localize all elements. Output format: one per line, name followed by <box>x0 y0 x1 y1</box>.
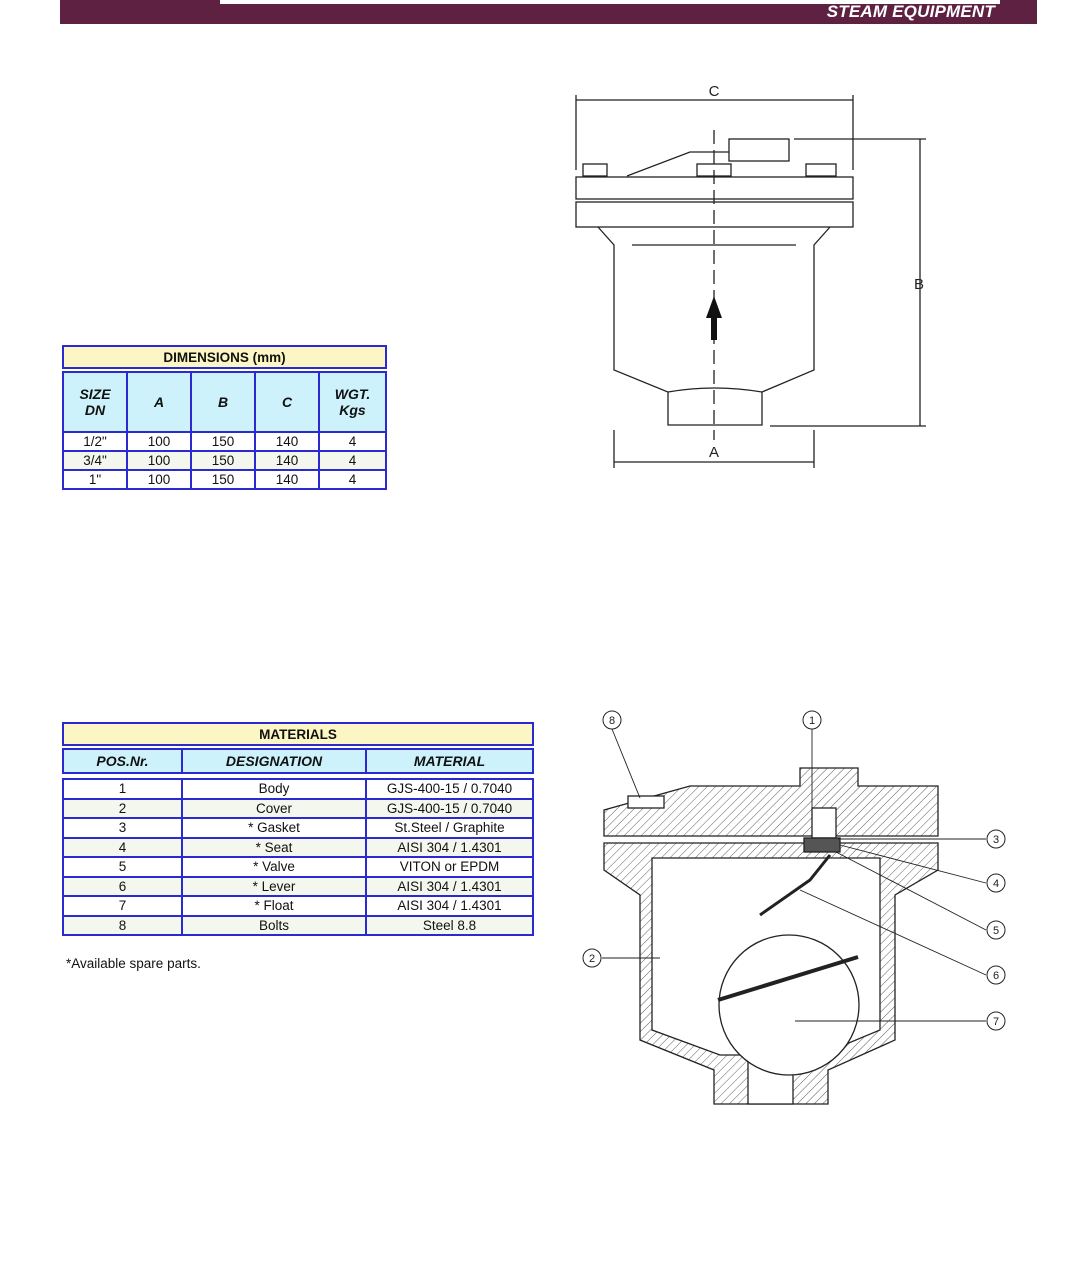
table-cell: * Valve <box>181 856 367 878</box>
dimension-label-c: C <box>709 83 720 100</box>
callout-circle <box>602 710 622 730</box>
table-cell: VITON or EPDM <box>365 856 534 878</box>
table-cell: GJS-400-15 / 0.7040 <box>365 778 534 800</box>
table-cell: 150 <box>190 431 256 452</box>
table-cell: GJS-400-15 / 0.7040 <box>365 797 534 819</box>
col-pos: POS.Nr. <box>62 748 183 774</box>
table-cell: 3/4" <box>62 450 128 471</box>
table-cell: 5 <box>62 856 183 878</box>
table-cell: 150 <box>190 450 256 471</box>
materials-table: MATERIALS POS.Nr. DESIGNATION MATERIAL 1… <box>62 722 534 936</box>
table-cell: 100 <box>126 469 192 490</box>
callout-number: 3 <box>993 834 999 846</box>
callout-number: 7 <box>993 1016 999 1028</box>
table-cell: * Seat <box>181 836 367 858</box>
table-cell: 140 <box>254 431 320 452</box>
callout-number: 8 <box>609 715 615 727</box>
table-cell: 100 <box>126 431 192 452</box>
callout-circle <box>986 873 1006 893</box>
col-designation: DESIGNATION <box>181 748 367 774</box>
table-cell: 4 <box>318 469 387 490</box>
table-cell: 6 <box>62 875 183 897</box>
table-cell: 100 <box>126 450 192 471</box>
table-cell: 4 <box>62 836 183 858</box>
callout-circle <box>802 710 822 730</box>
table-cell: 1 <box>62 778 183 800</box>
table-cell: Cover <box>181 797 367 819</box>
callout-circle <box>986 829 1006 849</box>
table-cell: AISI 304 / 1.4301 <box>365 875 534 897</box>
table-cell: Steel 8.8 <box>365 914 534 936</box>
callout-circle <box>986 920 1006 940</box>
brand-text: STEAM EQUIPMENT <box>826 2 995 21</box>
table-cell: 2 <box>62 797 183 819</box>
callout-number: 2 <box>589 953 595 965</box>
table-cell: 7 <box>62 895 183 917</box>
callout-number: 4 <box>993 878 999 890</box>
materials-title: MATERIALS <box>62 722 534 746</box>
table-cell: Bolts <box>181 914 367 936</box>
col-c: C <box>254 371 320 433</box>
callout-circle <box>986 1011 1006 1031</box>
callout-number: 5 <box>993 925 999 937</box>
callout-circle <box>986 965 1006 985</box>
table-cell: 3 <box>62 817 183 839</box>
header-band: STEAM EQUIPMENT <box>60 0 1037 24</box>
callout-number: 1 <box>809 715 815 727</box>
col-material: MATERIAL <box>365 748 534 774</box>
col-weight: WGT.Kgs <box>318 371 387 433</box>
table-cell: 1" <box>62 469 128 490</box>
table-cell: * Float <box>181 895 367 917</box>
table-cell: * Lever <box>181 875 367 897</box>
col-b: B <box>190 371 256 433</box>
callout-number: 6 <box>993 970 999 982</box>
table-cell: AISI 304 / 1.4301 <box>365 895 534 917</box>
spare-parts-note: *Available spare parts. <box>66 956 201 971</box>
dimension-label-a: A <box>709 444 719 461</box>
table-cell: 140 <box>254 469 320 490</box>
table-cell: * Gasket <box>181 817 367 839</box>
table-cell: St.Steel / Graphite <box>365 817 534 839</box>
table-cell: 4 <box>318 431 387 452</box>
callout-circle <box>582 948 602 968</box>
table-cell: 150 <box>190 469 256 490</box>
dimensions-title: DIMENSIONS (mm) <box>62 345 387 369</box>
table-cell: 140 <box>254 450 320 471</box>
logo-area <box>220 0 1000 4</box>
dimension-label-b: B <box>914 276 924 293</box>
table-cell: 1/2" <box>62 431 128 452</box>
table-cell: AISI 304 / 1.4301 <box>365 836 534 858</box>
table-cell: 4 <box>318 450 387 471</box>
col-a: A <box>126 371 192 433</box>
table-cell: 8 <box>62 914 183 936</box>
table-cell: Body <box>181 778 367 800</box>
